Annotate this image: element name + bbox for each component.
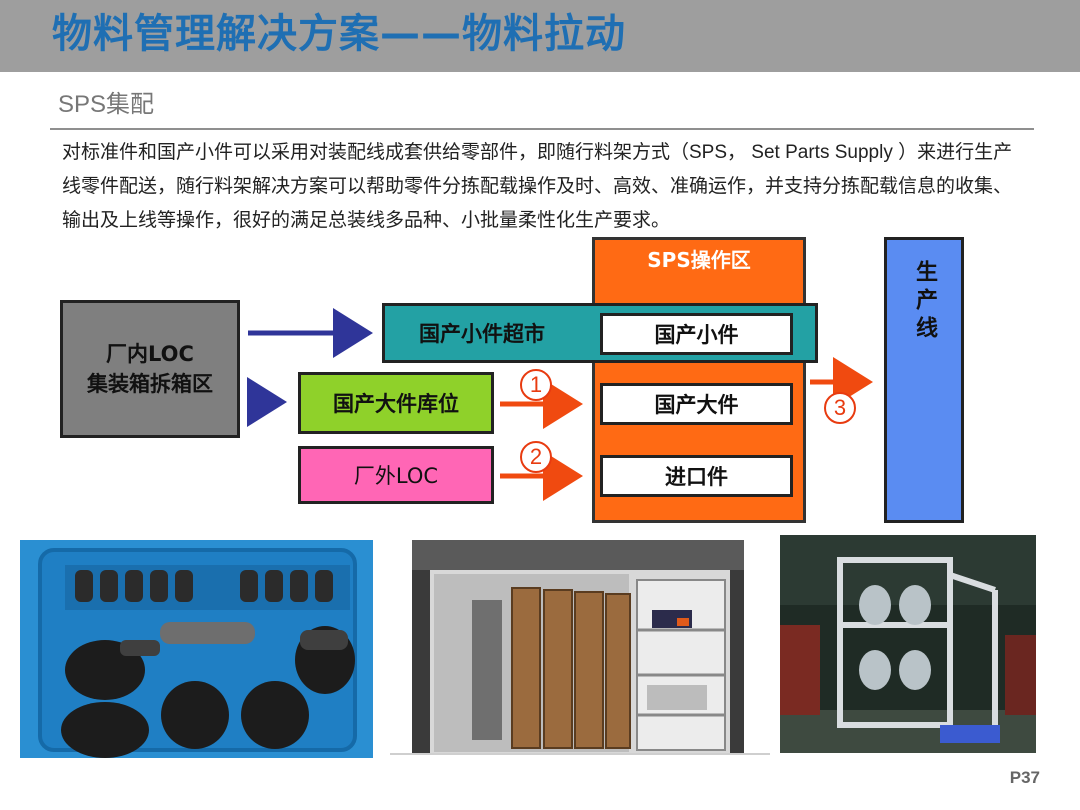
parts-tray-photo — [20, 540, 373, 758]
sps-zone-label: SPS操作区 — [592, 244, 806, 273]
intro-paragraph: 对标准件和国产小件可以采用对装配线成套供给零部件，即随行料架方式（SPS， Se… — [62, 136, 1022, 238]
slide-title: 物料管理解决方案——物料拉动 — [52, 4, 732, 64]
domestic-big-parts-storage-box: 国产大件库位 — [298, 372, 494, 434]
small-parts-market-label: 国产小件超市 — [419, 318, 545, 348]
step-3-badge: 3 — [824, 392, 856, 424]
step-2-badge: 2 — [520, 441, 552, 473]
unpacking-area-label: 集装箱拆箱区 — [87, 369, 213, 399]
outer-loc-label: 厂外LOC — [354, 460, 438, 490]
production-line-label: 生产线 — [909, 260, 939, 344]
big-parts-storage-label: 国产大件库位 — [333, 388, 459, 418]
page-number: P37 — [990, 768, 1040, 788]
outer-loc-box: 厂外LOC — [298, 446, 494, 504]
production-line-photo — [780, 535, 1036, 753]
step-1-badge: 1 — [520, 369, 552, 401]
sps-cart-photo — [412, 540, 744, 754]
sps-big-parts-label: 国产大件 — [655, 389, 739, 419]
sps-imported-parts-box: 进口件 — [600, 455, 793, 497]
section-heading: SPS集配 — [58, 88, 154, 122]
inner-loc-label: 厂内LOC — [87, 339, 213, 369]
production-line-box: 生产线 — [884, 237, 964, 523]
sps-small-parts-label: 国产小件 — [655, 319, 739, 349]
photo-divider-line — [390, 753, 770, 755]
sps-imported-parts-label: 进口件 — [665, 461, 728, 491]
inner-loc-unpacking-box: 厂内LOC 集装箱拆箱区 — [60, 300, 240, 438]
sps-big-parts-box: 国产大件 — [600, 383, 793, 425]
sps-small-parts-box: 国产小件 — [600, 313, 793, 355]
heading-divider — [50, 128, 1034, 130]
